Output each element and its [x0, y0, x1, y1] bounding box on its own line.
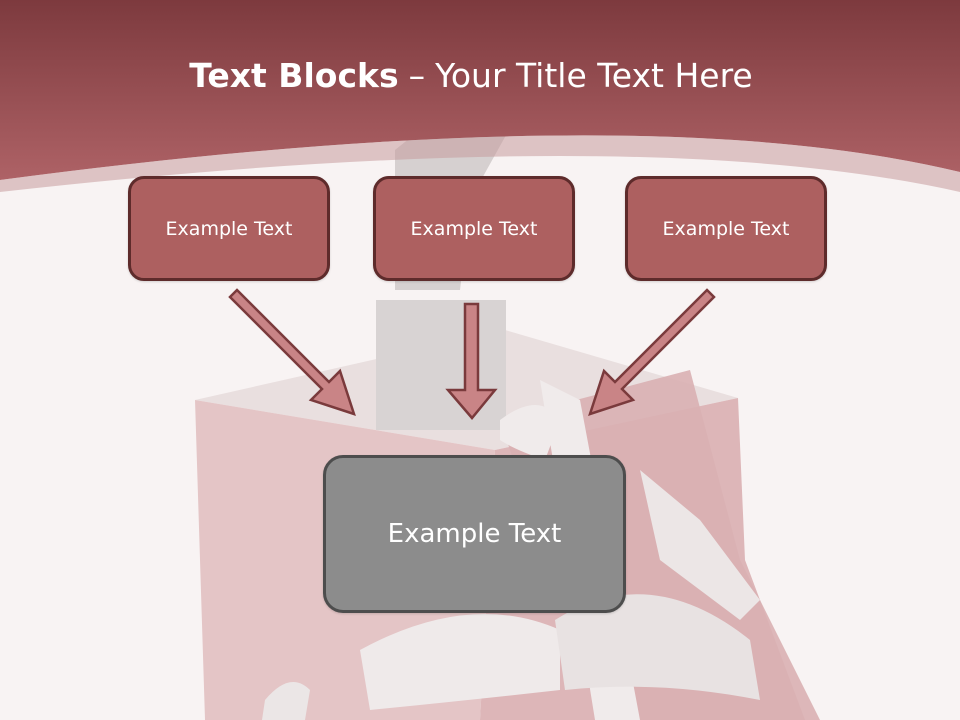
title-separator: – — [408, 56, 426, 95]
title-bold-text: Text Blocks — [189, 56, 399, 95]
header-swoosh — [0, 135, 960, 192]
header-band — [0, 0, 960, 180]
text-block-top-right-label: Example Text — [662, 217, 790, 240]
text-block-top-left-label: Example Text — [165, 217, 293, 240]
arrow-right-diagonal — [588, 288, 716, 416]
text-block-top-middle[interactable]: Example Text — [373, 176, 575, 281]
text-block-top-right[interactable]: Example Text — [625, 176, 827, 281]
text-block-center-label: Example Text — [387, 519, 562, 549]
text-block-top-middle-label: Example Text — [410, 217, 538, 240]
gift-box-illustration — [195, 110, 820, 720]
slide-title: Text Blocks–Your Title Text Here — [0, 54, 942, 98]
text-block-top-left[interactable]: Example Text — [128, 176, 330, 281]
arrow-middle-vertical — [445, 302, 498, 420]
title-rest-text: Your Title Text Here — [435, 56, 753, 95]
arrow-left-diagonal — [228, 288, 356, 416]
text-block-center[interactable]: Example Text — [323, 455, 626, 613]
